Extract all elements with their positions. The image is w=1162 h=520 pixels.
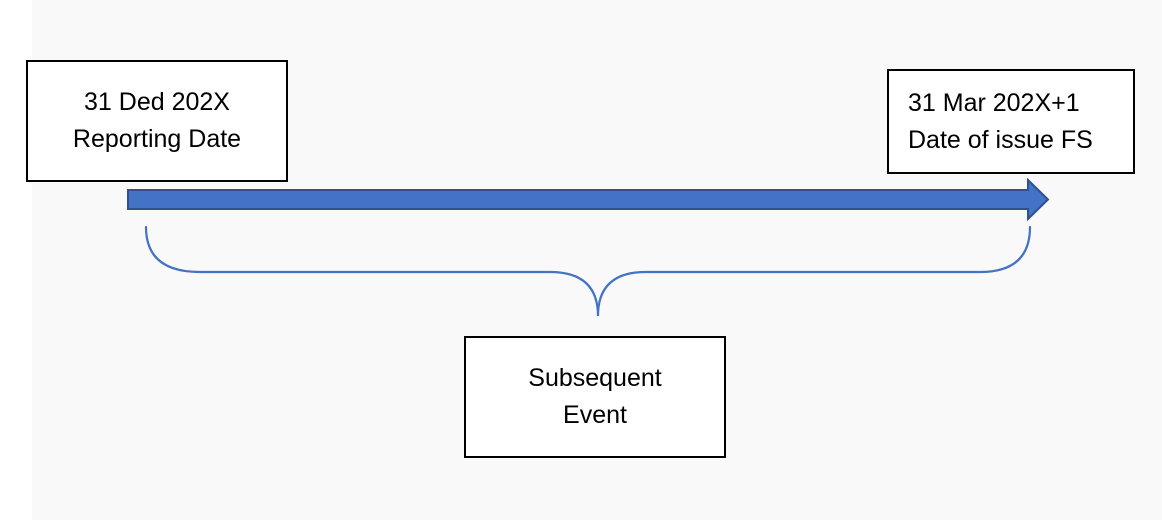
curly-brace-icon (144, 225, 1032, 317)
timeline-arrow-icon (127, 177, 1050, 222)
subsequent-event-label-line1: Subsequent (528, 364, 662, 392)
issue-date-label: 31 Mar 202X+1 (908, 88, 1080, 117)
reporting-date-label: 31 Ded 202X (84, 88, 230, 116)
issue-date-caption: Date of issue FS (908, 125, 1093, 154)
issue-date-box: 31 Mar 202X+1 Date of issue FS (887, 69, 1135, 174)
subsequent-event-box: Subsequent Event (464, 336, 726, 458)
reporting-date-box: 31 Ded 202X Reporting Date (26, 60, 288, 182)
subsequent-event-label-line2: Event (563, 401, 627, 429)
reporting-date-caption: Reporting Date (72, 125, 242, 153)
